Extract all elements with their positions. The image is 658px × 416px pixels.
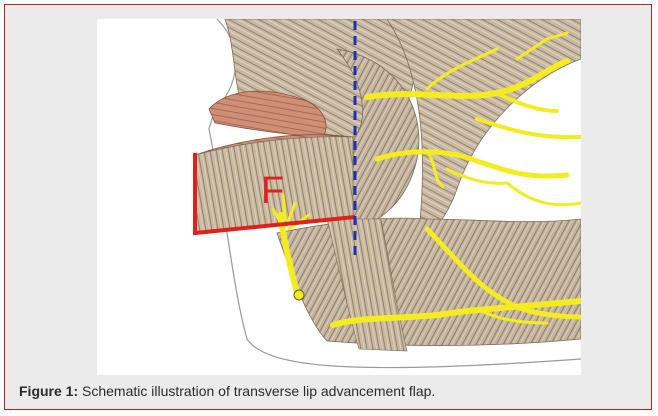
figure-frame: F Figure 1: Schematic illustration of tr… — [4, 4, 652, 410]
figure-caption: Figure 1: Schematic illustration of tran… — [19, 383, 435, 399]
illustration-svg: F — [97, 19, 581, 375]
caption-label: Figure 1: — [19, 383, 78, 399]
flap-label: F — [261, 170, 284, 212]
caption-text: Schematic illustration of transverse lip… — [78, 383, 435, 399]
anatomical-illustration: F — [97, 19, 581, 375]
depressor-muscle-fan — [277, 218, 581, 345]
